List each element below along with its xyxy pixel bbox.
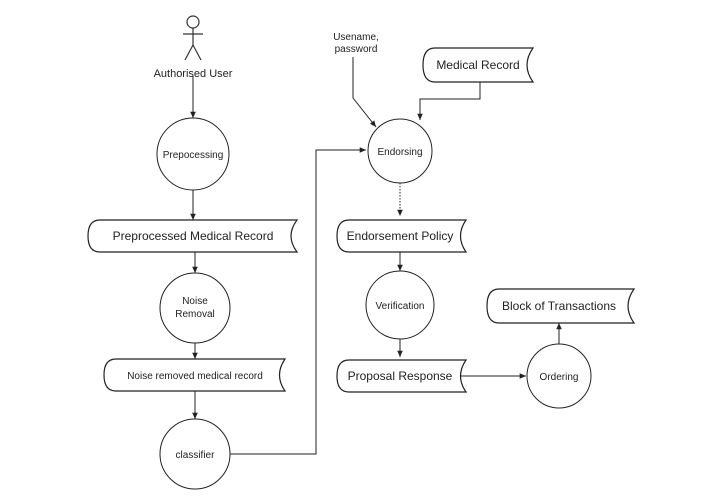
process-classifier-label: classifier [176, 450, 216, 461]
store-noise-removed-medical-record-label: Noise removed medical record [127, 371, 263, 382]
process-preprocessing: Prepocessing [156, 117, 230, 191]
store-block-of-transactions: Block of Transactions [486, 288, 636, 324]
process-ordering-label: Ordering [540, 372, 579, 383]
process-endorsing: Endorsing [367, 118, 433, 184]
credentials-label-line1: Usename, [333, 32, 379, 43]
actor-label: Authorised User [154, 68, 233, 80]
store-proposal-response-label: Proposal Response [348, 369, 453, 383]
stick-figure-icon [183, 15, 203, 61]
store-preprocessed-medical-record-label: Preprocessed Medical Record [113, 229, 274, 243]
store-proposal-response: Proposal Response [336, 359, 468, 393]
actor-authorised-user: Authorised User [154, 15, 233, 80]
arrow-medical-record-to-endorsing [417, 82, 481, 120]
store-preprocessed-medical-record: Preprocessed Medical Record [87, 219, 299, 253]
process-noise-removal-label-line1: Noise [182, 296, 208, 307]
store-noise-removed-medical-record: Noise removed medical record [103, 358, 287, 392]
arrow-credentials-to-endorsing [352, 57, 377, 128]
process-preprocessing-label: Prepocessing [163, 150, 224, 161]
store-endorsement-policy: Endorsement Policy [336, 219, 468, 253]
input-credentials: Usename, password [333, 32, 379, 55]
process-noise-removal-label-line2: Removal [175, 309, 214, 320]
connectors [190, 57, 562, 455]
store-block-of-transactions-label: Block of Transactions [502, 299, 616, 313]
process-classifier: classifier [159, 418, 231, 490]
store-medical-record: Medical Record [422, 47, 535, 83]
credentials-label-line2: password [335, 44, 378, 55]
store-endorsement-policy-label: Endorsement Policy [347, 229, 454, 243]
process-endorsing-label: Endorsing [377, 147, 422, 158]
process-ordering: Ordering [526, 343, 592, 409]
process-verification-label: Verification [376, 301, 425, 312]
process-verification: Verification [365, 270, 435, 340]
store-medical-record-label: Medical Record [436, 58, 519, 72]
arrow-classifier-to-endorsing [230, 147, 366, 455]
process-noise-removal: Noise Removal [159, 272, 231, 344]
